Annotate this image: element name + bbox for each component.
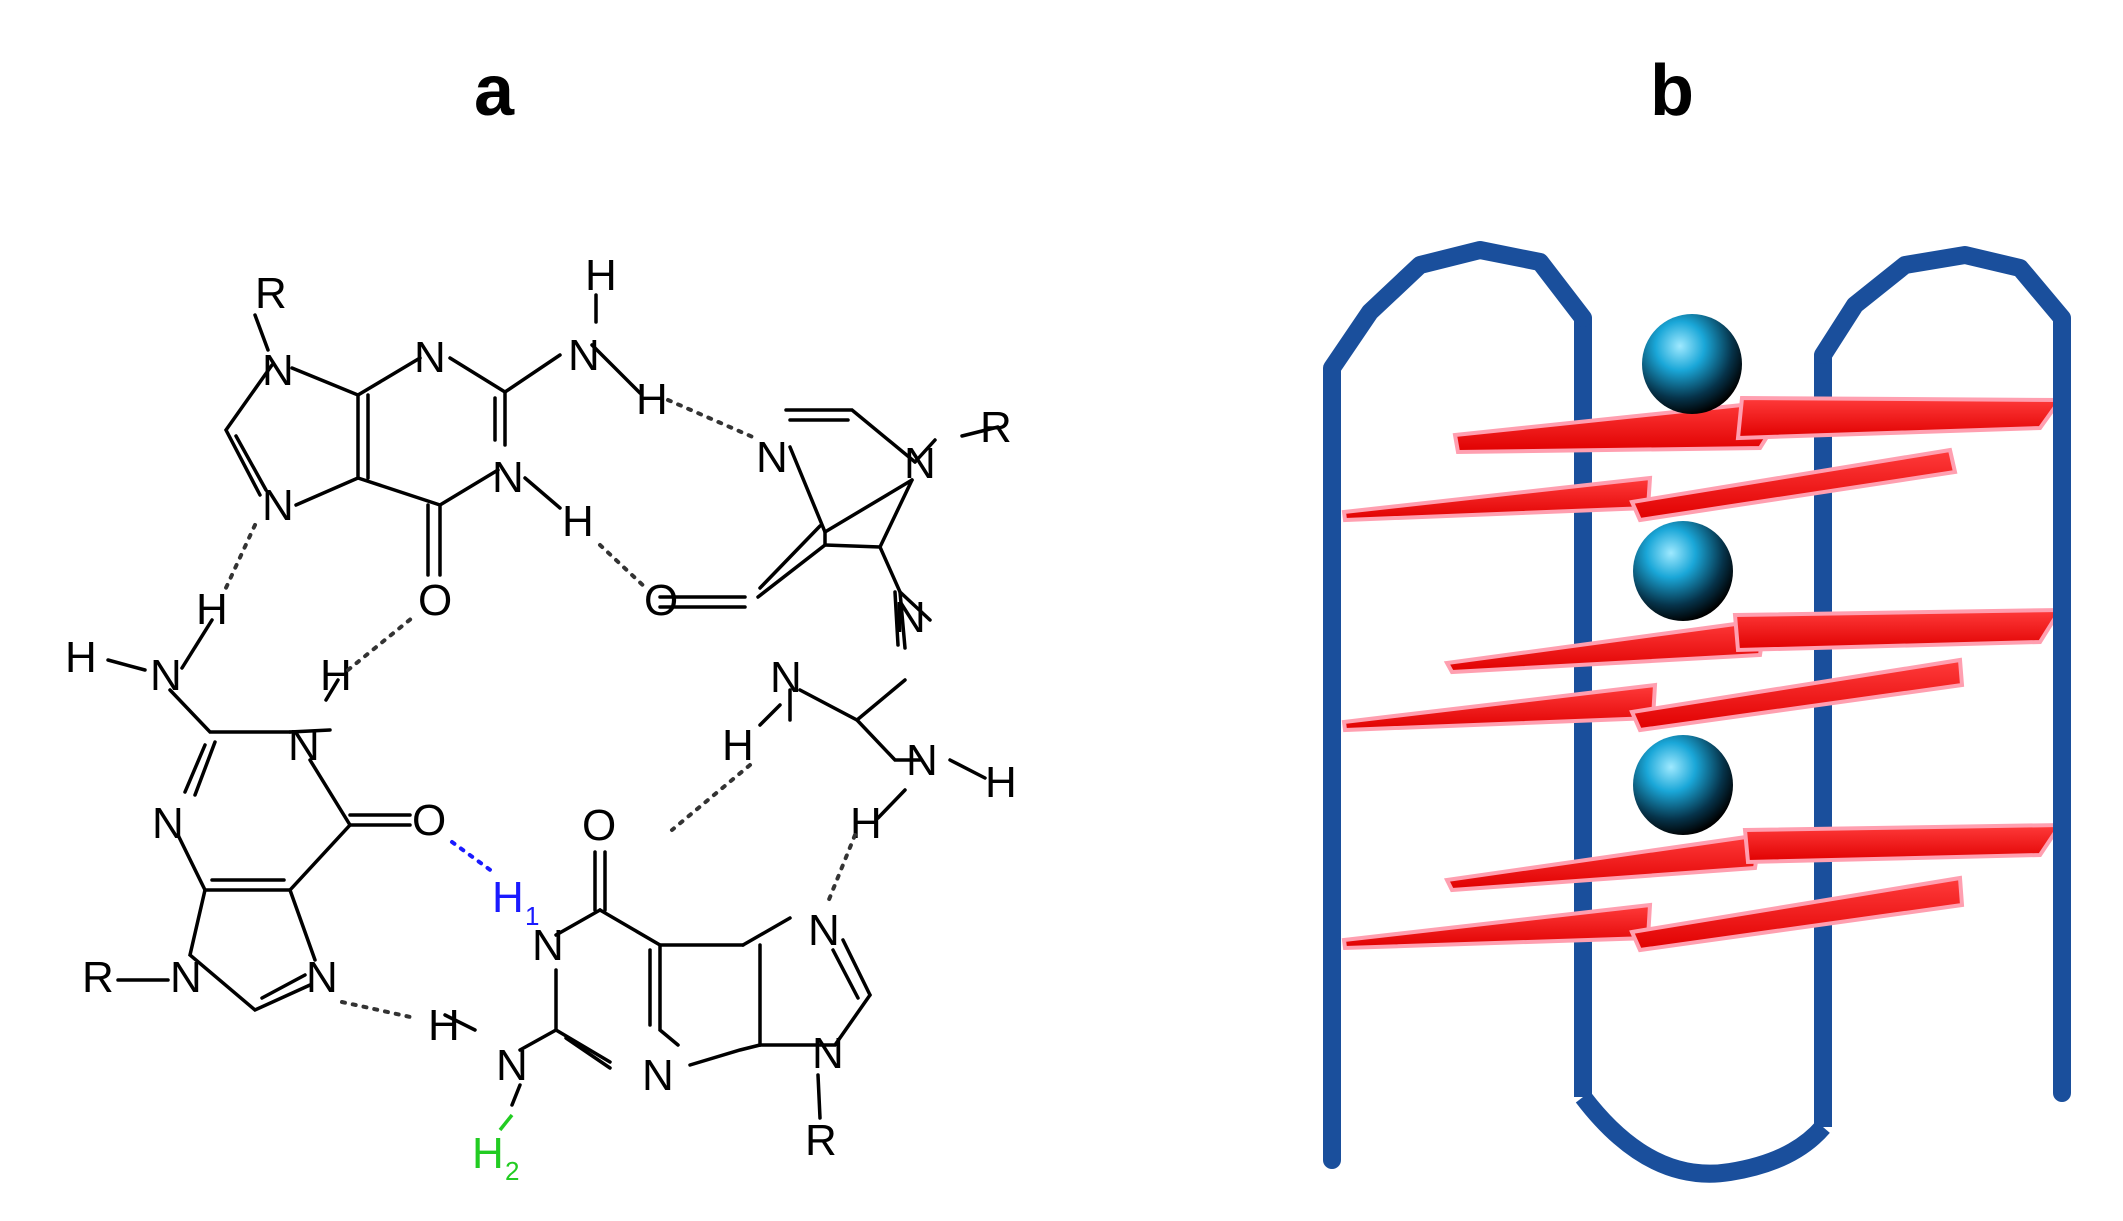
atom-h1-subscript: 1	[525, 901, 539, 931]
atom-o: O	[418, 576, 452, 625]
h1-bond	[450, 840, 495, 874]
atom-n: N	[812, 1029, 844, 1078]
atom-r: R	[255, 269, 287, 318]
guanine-top: R N N N N N H H H O	[223, 251, 668, 625]
atom-h: H	[196, 585, 228, 634]
atom-h2: H	[472, 1129, 504, 1178]
panel-label-b: b	[1650, 51, 1694, 131]
atom-n: N	[288, 721, 320, 770]
atom-r: R	[805, 1116, 837, 1165]
atom-h2-base: H	[472, 1129, 504, 1178]
guanine-tetrads	[1341, 395, 2064, 953]
tetrad-layer-middle	[1341, 607, 2064, 733]
atom-n: N	[492, 453, 524, 502]
atom-n: N	[904, 439, 936, 488]
atom-n: N	[306, 953, 338, 1002]
atom-n: N	[150, 651, 182, 700]
dna-strands-front	[1323, 241, 2071, 1169]
atom-n: N	[170, 953, 202, 1002]
atom-h: H	[428, 1001, 460, 1050]
atom-n: N	[642, 1051, 674, 1100]
atom-r: R	[82, 953, 114, 1002]
atom-n: N	[894, 593, 926, 642]
atom-o: O	[412, 796, 446, 845]
panel-label-a: a	[474, 51, 515, 131]
atom-n: N	[770, 653, 802, 702]
hydrogen-bonds	[223, 398, 857, 1020]
tetrad-layer-bottom	[1341, 822, 2064, 953]
tetrad-layer-top	[1341, 395, 2064, 523]
atom-h: H	[850, 799, 882, 848]
cation-sphere	[1642, 314, 1742, 414]
g-quadruplex-model	[1323, 241, 2071, 1183]
atom-h: H	[585, 251, 617, 300]
metal-ions	[1633, 314, 1742, 835]
atom-h: H	[65, 633, 97, 682]
atom-n: N	[756, 433, 788, 482]
guanine-bottom: O N N N N N R H H 1 H 2	[428, 801, 872, 1186]
atom-n: N	[262, 481, 294, 530]
atom-r: R	[980, 403, 1012, 452]
atom-o: O	[644, 576, 678, 625]
atom-h: H	[985, 758, 1017, 807]
atom-h: H	[562, 497, 594, 546]
atom-n: N	[414, 333, 446, 382]
atom-n: N	[568, 331, 600, 380]
atom-h: H	[722, 721, 754, 770]
atom-n: N	[808, 906, 840, 955]
atom-n: N	[152, 799, 184, 848]
atom-h2-subscript: 2	[505, 1156, 519, 1186]
atom-h1: H	[492, 873, 524, 922]
atom-h: H	[636, 375, 668, 424]
atom-n: N	[906, 736, 938, 785]
guanine-right: N N R O N N H N H H	[644, 403, 1017, 848]
guanine-left: H H N H N N O R N N	[65, 585, 446, 1013]
cation-sphere	[1633, 521, 1733, 621]
atom-h1-base: H	[492, 873, 524, 922]
atom-n: N	[532, 921, 564, 970]
cation-sphere	[1633, 735, 1733, 835]
atom-n: N	[496, 1041, 528, 1090]
g-quartet-structure: R N N N N N H H H O	[65, 251, 1017, 1186]
atom-h: H	[320, 651, 352, 700]
atom-o: O	[582, 801, 616, 850]
atom-n: N	[262, 346, 294, 395]
